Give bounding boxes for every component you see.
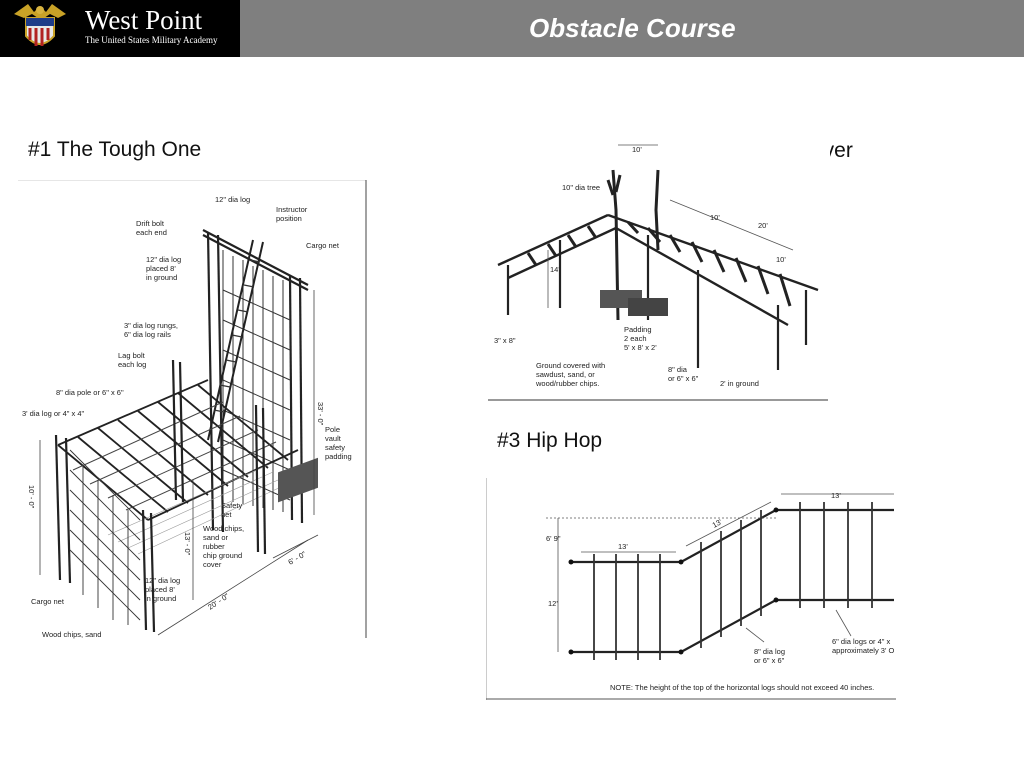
annotation: in ground [146, 273, 177, 282]
tough-one-diagram: 12" dia log Drift bolt each end Instruct… [18, 180, 368, 640]
annotation: 13' [711, 517, 724, 530]
annotation: 10' [632, 145, 642, 154]
annotation: 33' - 0" [316, 402, 325, 426]
annotation: 13' - 0" [183, 532, 192, 556]
annotation: 3" x 8" [494, 336, 516, 345]
annotation: 6" dia logs or 4" x [832, 637, 891, 646]
annotation: 6' 9" [546, 534, 561, 543]
annotation: sawdust, sand, or [536, 370, 595, 379]
annotation: each log [118, 360, 146, 369]
annotation: 14' [550, 265, 560, 274]
annotation: 8" dia log [754, 647, 785, 656]
annotation: 5' x 8' x 2' [624, 343, 657, 352]
annotation: 8" dia pole or 6" x 6" [56, 388, 124, 397]
annotation: Safety [221, 501, 243, 510]
annotation: or 6" x 6" [668, 374, 699, 383]
annotation: chip ground [203, 551, 242, 560]
label-tough-one: #1 The Tough One [28, 138, 202, 161]
logo-title: West Point [85, 5, 203, 35]
annotation: placed 8' [146, 264, 176, 273]
slide-header: West Point The United States Military Ac… [0, 0, 1024, 57]
hip-hop-diagram: 13' 13' 13' 6' 9" 12' 8" dia log or 6" x… [486, 478, 898, 702]
annotation: 10' [710, 213, 720, 222]
annotation: 2 each [624, 334, 647, 343]
annotation: Ground covered with [536, 361, 605, 370]
annotation: vault [325, 434, 342, 443]
annotation: 8" dia [668, 365, 688, 374]
annotation: 20' [758, 221, 768, 230]
annotation: wood/rubber chips. [535, 379, 599, 388]
annotation: 10' [776, 255, 786, 264]
annotation: position [276, 214, 302, 223]
annotation: 13' [618, 542, 628, 551]
annotation: safety [325, 443, 345, 452]
annotation: each end [136, 228, 167, 237]
annotation: 10" dia tree [562, 183, 600, 192]
weaver-diagram: 10' 10" dia tree 10' 20' 10' 14' 3" x 8"… [488, 140, 830, 402]
annotation: placed 8' [145, 585, 175, 594]
label-hip-hop: #3 Hip Hop [497, 429, 603, 452]
annotation: 12" dia log [215, 195, 250, 204]
annotation: Instructor [276, 205, 308, 214]
annotation: Lag bolt [118, 351, 146, 360]
annotation: 3" dia log rungs, [124, 321, 178, 330]
annotation: net [221, 510, 232, 519]
west-point-logo: West Point The United States Military Ac… [0, 0, 240, 57]
annotation: Pole [325, 425, 340, 434]
annotation: 12" dia log [146, 255, 181, 264]
annotation: sand or [203, 533, 229, 542]
crest-icon [14, 4, 66, 46]
annotation: Drift bolt [136, 219, 165, 228]
annotation: Wood chips, [203, 524, 244, 533]
logo-subtitle: The United States Military Academy [85, 35, 218, 45]
annotation: 12" dia log [145, 576, 180, 585]
annotation: 12' [548, 599, 558, 608]
annotation: 3' dia log or 4" x 4" [22, 409, 85, 418]
annotation: rubber [203, 542, 225, 551]
annotation: Wood chips, sand [42, 630, 101, 639]
annotation: Cargo net [306, 241, 340, 250]
annotation: Padding [624, 325, 652, 334]
annotation: approximately 3' O [832, 646, 894, 655]
note-text: NOTE: The height of the top of the horiz… [610, 683, 874, 692]
annotation: 13' [831, 491, 841, 500]
annotation: padding [325, 452, 352, 461]
annotation: 20' - 0" [206, 591, 231, 611]
annotation: 6" dia log rails [124, 330, 171, 339]
annotation: or 6" x 6" [754, 656, 785, 665]
annotation: Cargo net [31, 597, 65, 606]
slide-title: Obstacle Course [529, 13, 736, 43]
annotation: 10' - 0" [27, 485, 36, 509]
annotation: in ground [145, 594, 176, 603]
annotation: 2' in ground [720, 379, 759, 388]
annotation: cover [203, 560, 222, 569]
